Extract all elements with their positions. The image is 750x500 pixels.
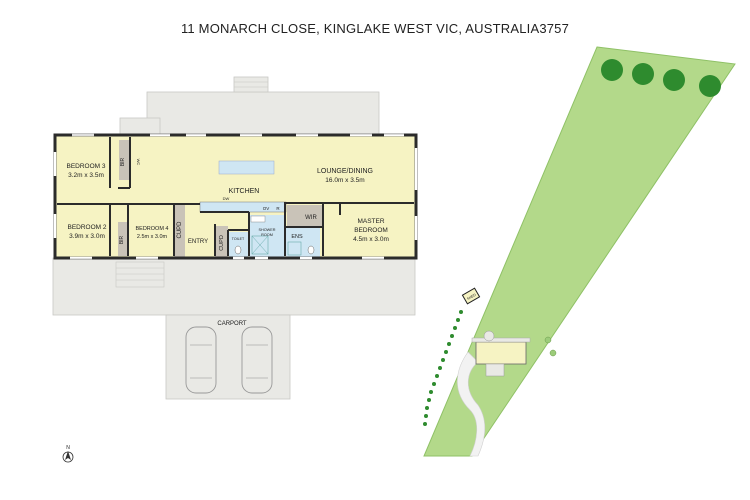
bedroom3-size: 3.2m x 3.5m <box>68 172 104 179</box>
rear-deck <box>146 91 380 135</box>
wir-area <box>287 205 323 227</box>
windows <box>53 133 418 260</box>
bedroom2-label: BEDROOM 2 <box>67 224 106 231</box>
carport <box>165 314 291 400</box>
compass: N <box>62 445 74 463</box>
dw-label: DW <box>223 196 230 201</box>
cupboard-area <box>215 226 228 257</box>
house-plan: CARPORT <box>52 76 418 400</box>
car <box>185 326 217 394</box>
mini-tree-marker <box>544 336 552 344</box>
mini-tree-marker <box>549 349 557 357</box>
kitchen-label: KITCHEN <box>229 188 260 195</box>
toilet-fixture <box>234 245 242 255</box>
page-title: 11 MONARCH CLOSE, KINGLAKE WEST VIC, AUS… <box>180 21 570 36</box>
driveway <box>457 351 486 457</box>
vanity <box>250 215 266 223</box>
wc-label: WC <box>136 159 141 166</box>
shower-label-line1: SHOWER <box>258 228 275 232</box>
master-size: 4.5m x 3.0m <box>353 236 389 243</box>
cupboard-area <box>174 205 185 257</box>
r-label: R <box>276 206 280 211</box>
toilet-area <box>229 232 248 257</box>
tree <box>632 63 654 85</box>
tree <box>699 75 721 97</box>
bedroom3-label: BEDROOM 3 <box>66 163 105 170</box>
window-frames <box>70 133 404 260</box>
shower-label-line2: ROOM <box>261 233 273 237</box>
ensuite-toilet-fixture <box>307 245 315 255</box>
lounge-label: LOUNGE/DINING <box>317 168 373 175</box>
toilet-label: TOILET <box>232 237 245 241</box>
master-label-line2: BEDROOM <box>354 227 388 234</box>
car <box>241 326 273 394</box>
ensuite-shower <box>287 241 302 256</box>
master-label-line1: MASTER <box>357 218 384 225</box>
ov-label: OV <box>263 206 270 211</box>
shower-tray <box>251 235 269 255</box>
ens-label: ENS <box>291 234 303 240</box>
interior-walls <box>57 137 414 256</box>
compass-arrow-icon <box>65 451 71 460</box>
wir-label: WIR <box>305 215 317 221</box>
rear-landing <box>119 117 161 135</box>
bir-area <box>118 222 128 256</box>
bedroom4-label: BEDROOM 4 <box>135 226 168 232</box>
cupd-label: CUPD <box>177 221 183 239</box>
mini-tank <box>483 330 495 342</box>
kitchen-bench <box>199 201 287 213</box>
boundary-shrubs <box>423 310 463 426</box>
tree <box>601 59 623 81</box>
mini-house <box>475 341 527 365</box>
compass-label: N <box>66 445 70 451</box>
carport-label: CARPORT <box>217 321 247 327</box>
kitchen-island <box>218 160 275 175</box>
bedroom2-size: 3.9m x 3.0m <box>69 233 105 240</box>
bir-label: BIR <box>119 235 125 244</box>
bedroom4-size: 2.5m x 3.0m <box>137 234 168 240</box>
mini-carport <box>485 363 505 377</box>
mini-deck <box>471 337 531 343</box>
bir-area <box>119 140 129 180</box>
lounge-size: 16.0m x 3.5m <box>325 177 364 184</box>
ensuite-area <box>286 228 320 257</box>
front-deck <box>52 257 416 316</box>
rear-steps <box>233 76 269 93</box>
bir-label: BIR <box>120 157 126 166</box>
tree <box>663 69 685 91</box>
shed: SHED <box>461 287 481 305</box>
site-map: SHED <box>423 46 736 457</box>
front-steps <box>115 261 165 288</box>
shed-label: SHED <box>466 292 477 301</box>
entry-label: ENTRY <box>188 239 208 245</box>
cupd-label: CUPD <box>219 235 225 251</box>
